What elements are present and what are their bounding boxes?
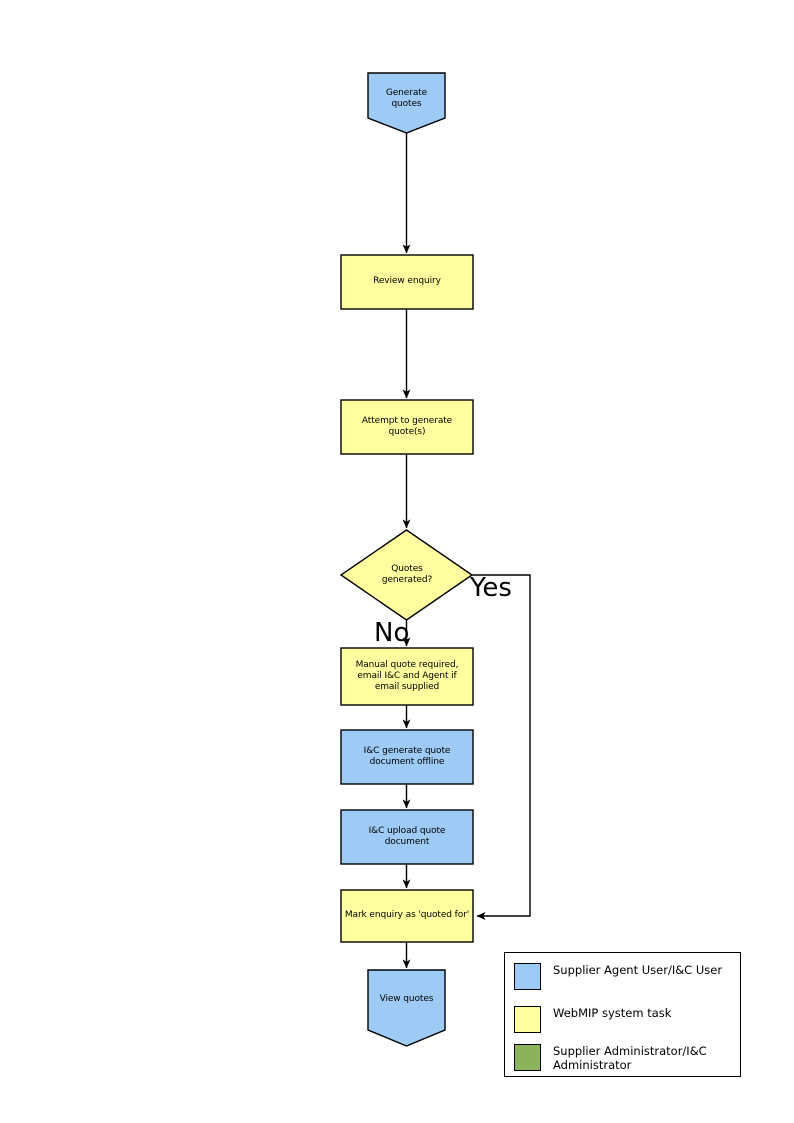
legend-label-admin-task: Supplier Administrator/I&C Administrator [553, 1044, 707, 1073]
connector-decision-yes-to-mark [472, 574, 531, 920]
node-review-enquiry[interactable] [340, 254, 474, 310]
node-ic-upload-quote-document[interactable] [340, 809, 474, 865]
legend-item-admin-task: Supplier Administrator/I&C Administrator [514, 1044, 707, 1072]
legend-item-system-task: WebMIP system task [514, 1006, 671, 1033]
legend-label-system-task: WebMIP system task [553, 1006, 672, 1020]
node-attempt-generate-quotes[interactable] [340, 399, 474, 455]
legend-swatch-admin-task [514, 1044, 541, 1071]
legend: Supplier Agent User/I&C User WebMIP syst… [504, 952, 741, 1077]
legend-swatch-system-task [514, 1006, 541, 1033]
node-ic-generate-quote-document[interactable] [340, 729, 474, 785]
legend-swatch-user-task [514, 963, 541, 990]
node-mark-enquiry-quoted-for[interactable] [340, 889, 474, 943]
edge-label-yes: Yes [470, 573, 512, 603]
node-quotes-generated[interactable] [339, 529, 474, 621]
legend-item-user-task: Supplier Agent User/I&C User [514, 963, 722, 990]
edge-label-no: No [374, 618, 410, 648]
node-manual-quote-required[interactable] [340, 647, 474, 706]
node-view-quotes[interactable] [367, 969, 446, 1047]
node-generate-quotes[interactable] [367, 72, 446, 134]
legend-label-user-task: Supplier Agent User/I&C User [553, 963, 723, 977]
